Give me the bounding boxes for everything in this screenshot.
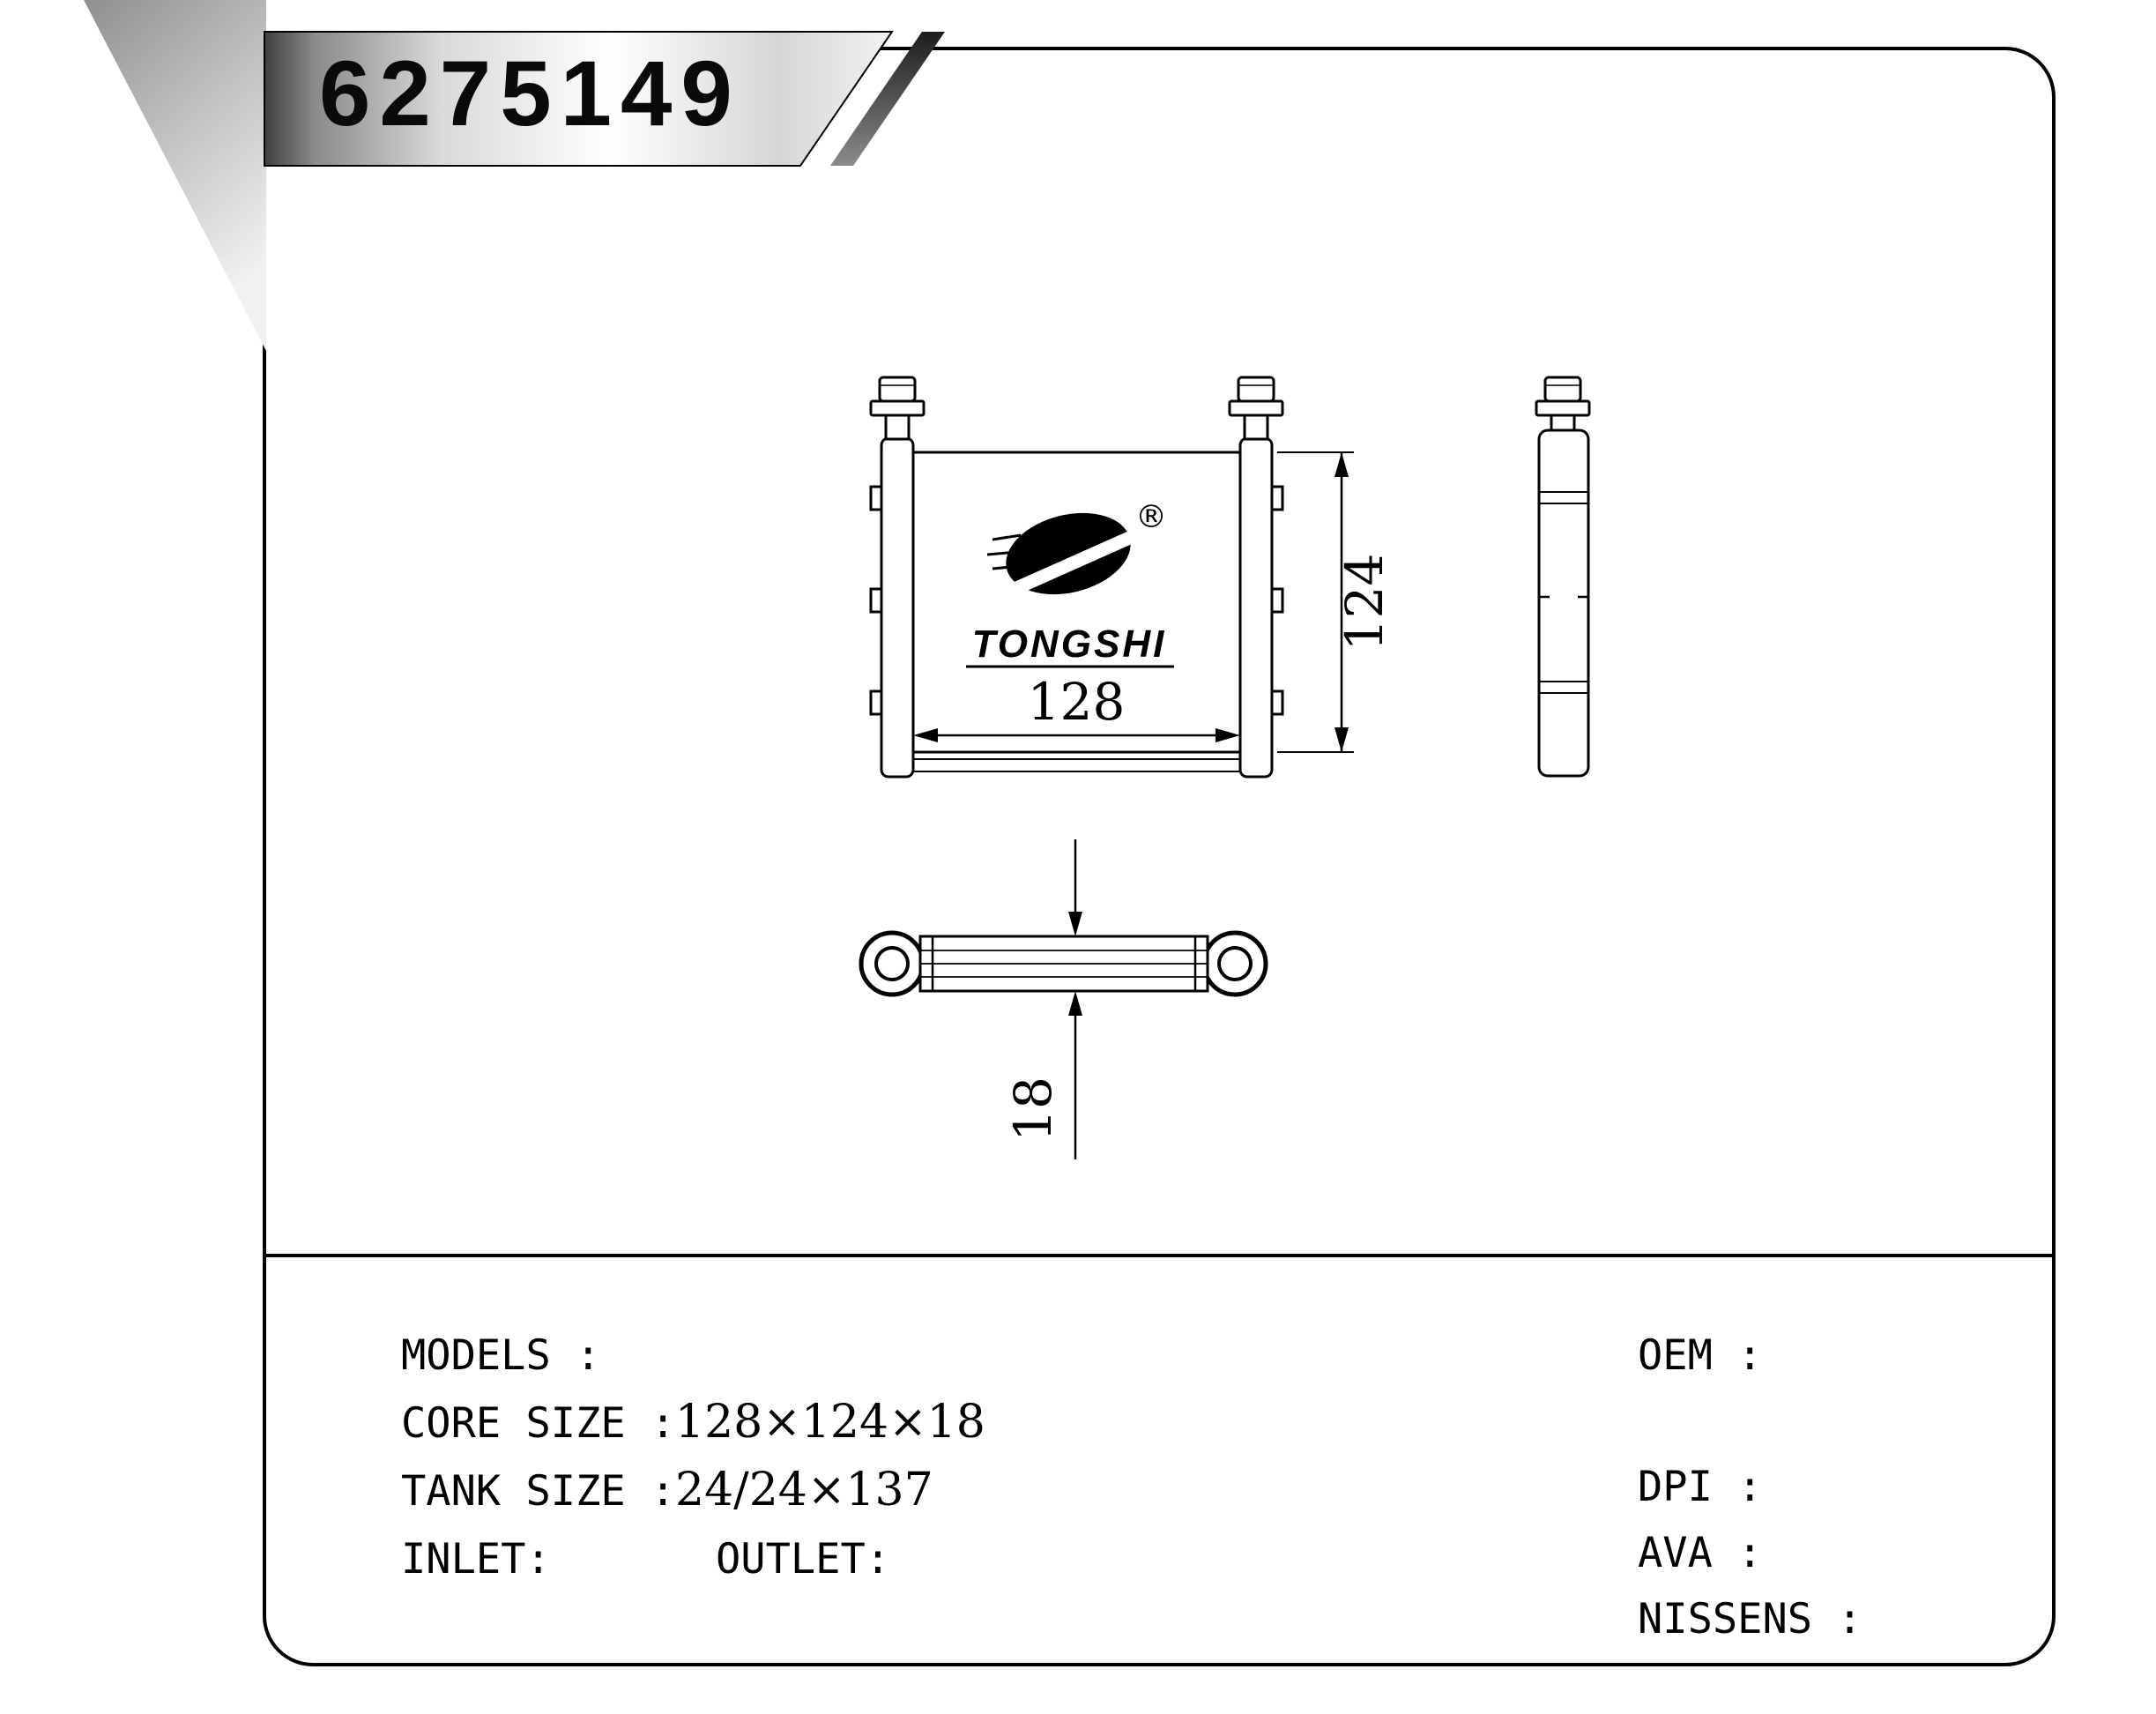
arrowhead-up-icon xyxy=(1334,452,1349,477)
side-pipe-fitting xyxy=(1535,376,1591,437)
part-number: 6275149 xyxy=(319,42,741,145)
width-dimension: 128 xyxy=(913,672,1240,742)
tank-size-label: TANK SIZE : xyxy=(401,1467,675,1516)
core-face xyxy=(911,451,1242,754)
nissens-label: NISSENS : xyxy=(1638,1595,1862,1643)
pipe-flange xyxy=(869,399,926,417)
left-tank-clip xyxy=(869,587,883,614)
height-dimension-value: 124 xyxy=(1334,554,1394,652)
core-size-label: CORE SIZE : xyxy=(401,1399,675,1448)
arrowhead-down-icon xyxy=(1068,912,1082,936)
pipe-cap xyxy=(1237,376,1275,403)
front-left-tank xyxy=(880,436,915,779)
left-tank-clip xyxy=(869,689,883,716)
front-right-tank xyxy=(1238,436,1274,779)
right-tank-clip xyxy=(1270,689,1284,716)
corner-fold-decoration xyxy=(84,0,266,351)
title-banner-shape xyxy=(264,31,894,167)
side-view xyxy=(1535,376,1591,778)
front-view xyxy=(869,376,1284,779)
pipe-cap xyxy=(878,376,917,403)
depth-dimension-value: 18 xyxy=(1003,1077,1063,1142)
arrowhead-right-icon xyxy=(1216,728,1240,742)
bottom-view xyxy=(859,930,1268,997)
depth-dimension: 18 xyxy=(1003,839,1082,1159)
logo-swoosh-cut xyxy=(985,521,1156,607)
models-label: MODELS : xyxy=(401,1331,600,1380)
pipe-flange xyxy=(1228,399,1284,417)
logo-speed-line-icon xyxy=(992,533,1022,541)
arrowhead-up-icon xyxy=(1068,991,1082,1016)
pipe-cap xyxy=(1543,376,1582,403)
right-tank-clip xyxy=(1270,485,1284,511)
pipe-stem xyxy=(884,413,911,441)
pipe-flange xyxy=(1535,399,1591,417)
ava-label: AVA : xyxy=(1638,1529,1762,1577)
left-pipe-ring-inner xyxy=(874,946,910,981)
title-banner: 6275149 xyxy=(264,31,945,167)
right-tank-clip xyxy=(1270,587,1284,614)
sheet-border xyxy=(263,47,2056,1666)
registered-trademark-icon: ® xyxy=(1135,499,1167,535)
front-left-pipe-fitting xyxy=(869,376,926,441)
front-right-pipe-fitting xyxy=(1228,376,1284,441)
spec-table: MODELS : CORE SIZE : 128×124×18 TANK SIZ… xyxy=(401,1331,1862,1643)
left-tank-clip xyxy=(869,485,883,511)
arrowhead-down-icon xyxy=(1334,727,1349,752)
inlet-label: INLET: xyxy=(401,1535,551,1584)
outlet-label: OUTLET: xyxy=(716,1535,890,1584)
width-dimension-value: 128 xyxy=(1028,672,1126,732)
tank-size-value: 24/24×137 xyxy=(675,1464,933,1517)
title-banner-strip xyxy=(830,32,945,166)
pipe-stem xyxy=(1243,413,1269,441)
height-dimension: 124 xyxy=(1277,451,1394,753)
tongshi-logo: ® TONGSHI xyxy=(966,499,1174,668)
core-size-value: 128×124×18 xyxy=(675,1396,985,1449)
side-body xyxy=(1537,428,1590,778)
arrowhead-left-icon xyxy=(913,728,938,742)
dpi-label: DPI : xyxy=(1638,1463,1762,1511)
right-pipe-ring-inner xyxy=(1217,946,1253,981)
oem-label: OEM : xyxy=(1638,1331,1762,1380)
logo-brand-text: TONGSHI xyxy=(972,622,1167,666)
